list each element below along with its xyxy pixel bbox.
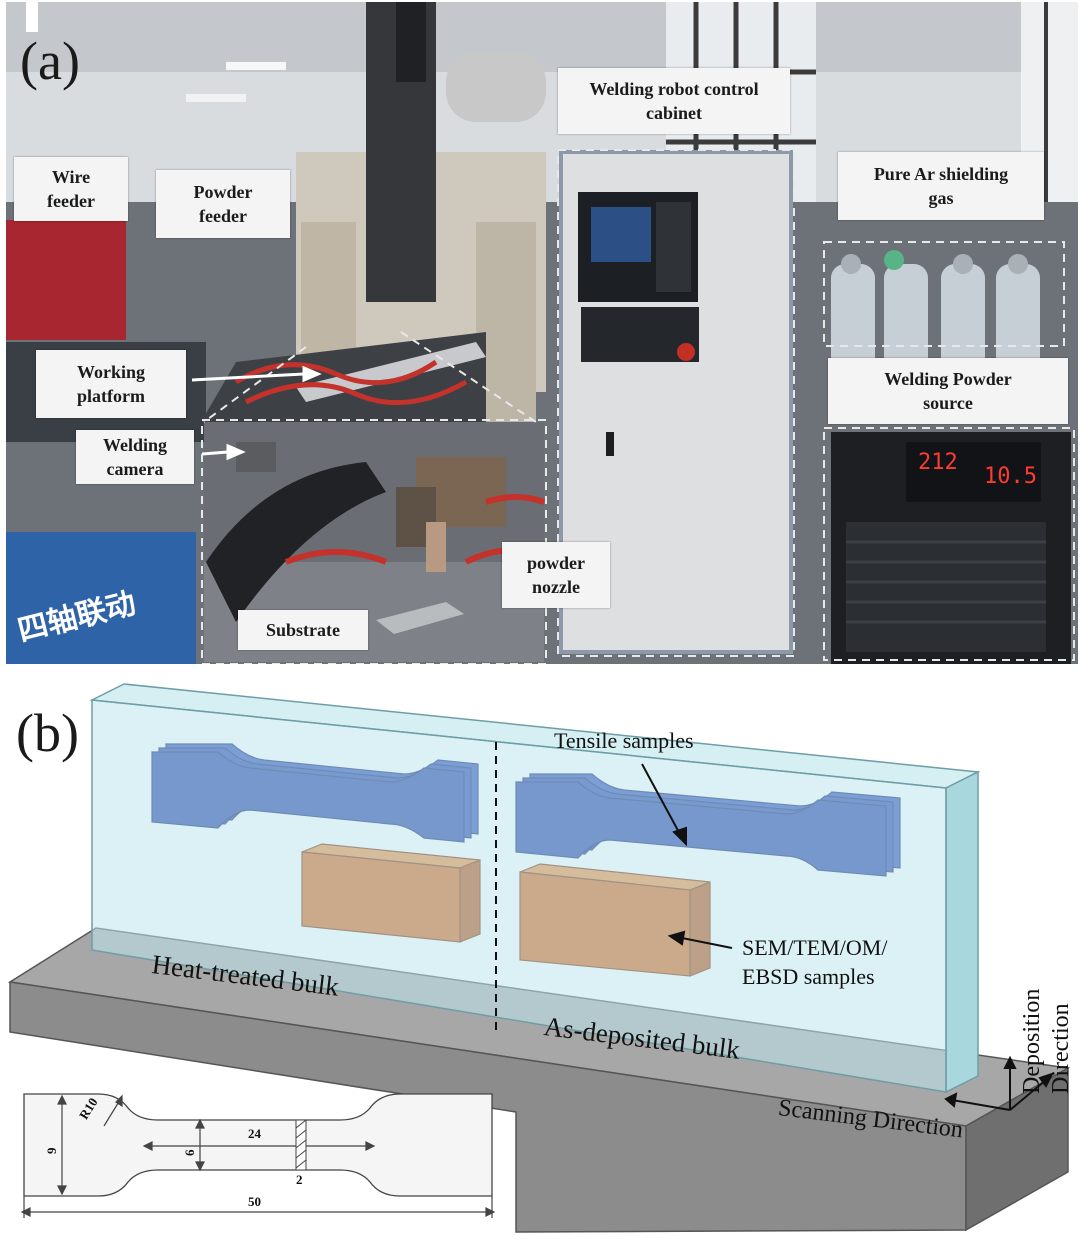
power-display-right: 10.5 [984, 464, 1037, 489]
working-platform-text: Working platform [76, 361, 146, 406]
panel-b-label: (b) [16, 703, 79, 763]
welding-camera-text: Welding camera [102, 434, 168, 479]
callout-substrate: Substrate [238, 610, 368, 650]
sampling-schematic [7, 683, 1071, 1233]
callout-welding-camera: Welding camera [76, 430, 194, 484]
callout-working-platform: Working platform [36, 350, 186, 418]
sem-samples-label: SEM/TEM/OM/ EBSD samples [742, 935, 888, 989]
wire-feeder-text: Wire feeder [47, 166, 95, 211]
substrate-text: Substrate [265, 619, 340, 640]
power-display-left: 212 [918, 450, 958, 475]
dim-6: 6 [182, 1149, 197, 1157]
callout-powder-feeder: Powder feeder [156, 170, 290, 238]
callout-control-cabinet: Welding robot control cabinet [558, 68, 790, 134]
ar-gas-text: Pure Ar shielding gas [873, 163, 1009, 208]
powder-source-text: Welding Powder source [884, 368, 1012, 413]
callout-powder-nozzle: powder nozzle [502, 542, 610, 608]
dim-2: 2 [296, 1172, 303, 1187]
deposition-direction-label: Deposition Direction [1019, 988, 1074, 1094]
substrate-right [965, 1066, 1069, 1232]
powder-nozzle-text: powder nozzle [527, 552, 585, 597]
callout-wire-feeder: Wire feeder [14, 157, 128, 221]
powder-feeder-text: Powder feeder [193, 181, 253, 226]
bulk-front [91, 699, 947, 1093]
setup-photo-panel: (a) Wire feeder Powder feeder Welding ro… [6, 2, 1078, 664]
bulk-right [945, 770, 979, 1094]
tensile-samples-label: Tensile samples [554, 728, 694, 753]
callout-ar-gas: Pure Ar shielding gas [838, 152, 1044, 220]
panel-a-label: (a) [20, 31, 80, 91]
dim-24: 24 [248, 1126, 261, 1141]
callout-powder-source: Welding Powder source [828, 358, 1068, 424]
sampling-schematic-panel: (b) Tensile samples SEM/TEM/OM/ EBSD sam… [6, 682, 1078, 1237]
control-cabinet-text: Welding robot control cabinet [589, 78, 759, 123]
dim-9: 9 [44, 1147, 59, 1155]
dim-50: 50 [248, 1194, 261, 1209]
